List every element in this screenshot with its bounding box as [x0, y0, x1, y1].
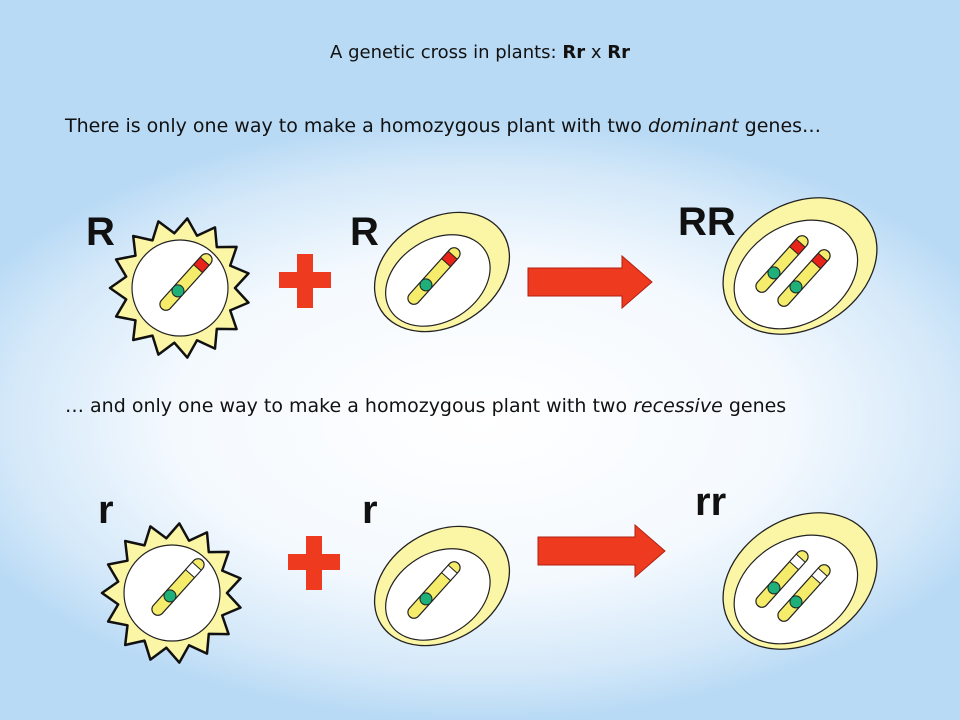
- plus-icon: [279, 254, 331, 308]
- dominant-emphasis: dominant: [647, 115, 739, 137]
- plus-icon: [288, 536, 340, 590]
- chromosome: [755, 235, 809, 293]
- recessive-tail: genes: [722, 395, 787, 417]
- chromosome: [407, 247, 461, 305]
- recessive-gene-band: [184, 561, 202, 579]
- egg-cell: [722, 512, 878, 650]
- recessive-gene-band: [788, 553, 806, 571]
- chromosome: [777, 564, 831, 622]
- cross-parent-a: Rr: [562, 42, 586, 63]
- dominant-text: There is only one way to make a homozygo…: [65, 115, 648, 137]
- egg-cell: [722, 197, 878, 335]
- offspring-label-recessive: rr: [695, 480, 727, 524]
- dominant-gene-band: [788, 238, 806, 256]
- centromere: [419, 278, 433, 292]
- centromere: [767, 581, 781, 595]
- chromosome: [777, 249, 831, 307]
- egg-label-recessive: r: [362, 488, 378, 532]
- pollen-cell: [100, 522, 242, 664]
- centromere: [419, 592, 433, 606]
- chromosome: [407, 561, 461, 619]
- recessive-emphasis: recessive: [633, 395, 723, 417]
- centromere: [163, 589, 177, 603]
- chromosome: [159, 253, 213, 311]
- chromosome: [755, 550, 809, 608]
- dominant-statement: There is only one way to make a homozygo…: [65, 114, 865, 138]
- centromere: [789, 280, 803, 294]
- offspring-label-dominant: RR: [678, 200, 736, 244]
- cross-x: x: [585, 42, 608, 63]
- egg-cell: [373, 525, 511, 647]
- dominant-tail: genes…: [738, 115, 822, 137]
- pollen-label-dominant: R: [86, 210, 115, 254]
- chromosome: [151, 558, 205, 616]
- egg-nucleus: [733, 534, 859, 645]
- dominant-gene-band: [440, 250, 458, 268]
- right-arrow-icon: [527, 254, 653, 310]
- recessive-gene-band: [810, 567, 828, 585]
- centromere: [767, 266, 781, 280]
- dominant-gene-band: [810, 252, 828, 270]
- centromere: [171, 284, 185, 298]
- egg-label-dominant: R: [350, 210, 379, 254]
- egg-cell: [373, 211, 511, 333]
- right-arrow-icon: [537, 523, 666, 579]
- centromere: [789, 595, 803, 609]
- pollen-label-recessive: r: [98, 488, 114, 532]
- slide-title: A genetic cross in plants: Rr x Rr: [0, 42, 960, 63]
- recessive-text: … and only one way to make a homozygous …: [65, 395, 634, 417]
- egg-nucleus: [733, 219, 859, 330]
- recessive-statement: … and only one way to make a homozygous …: [65, 395, 786, 417]
- dominant-gene-band: [192, 256, 210, 274]
- title-prefix: A genetic cross in plants:: [330, 42, 563, 63]
- cross-parent-b: Rr: [607, 42, 630, 63]
- pollen-cell: [108, 217, 250, 359]
- recessive-gene-band: [440, 564, 458, 582]
